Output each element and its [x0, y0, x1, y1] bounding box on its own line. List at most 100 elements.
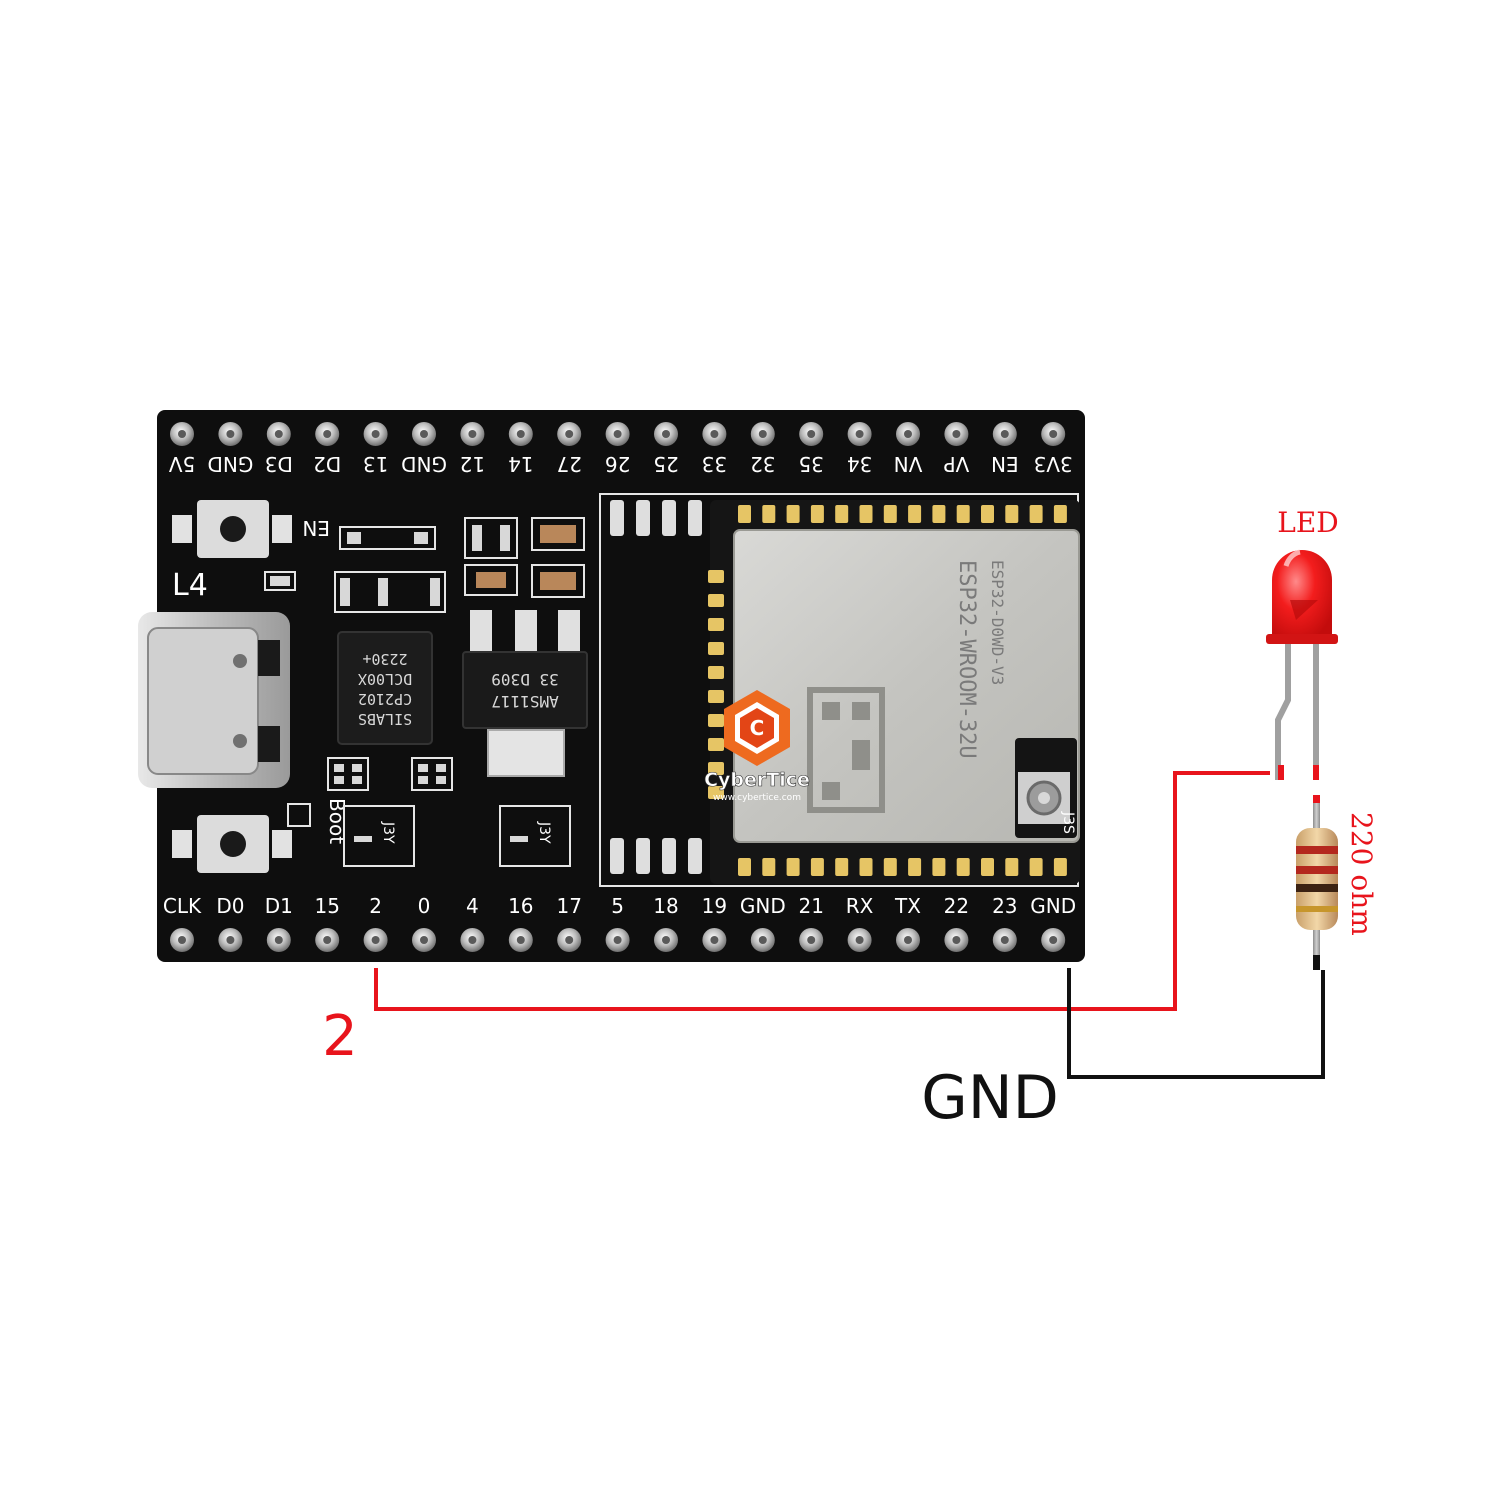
top-pin-11 — [702, 422, 727, 446]
bottom-pin-10 — [654, 928, 678, 952]
top-pin-label: 3V3 — [1034, 452, 1073, 476]
bottom-pin-5 — [412, 928, 436, 952]
top-pin-5 — [412, 422, 436, 446]
bottom-pin-16 — [944, 928, 969, 952]
top-pin-label: 14 — [508, 452, 533, 476]
bottom-pin-label: RX — [846, 894, 874, 918]
bottom-pin-label: 17 — [556, 894, 581, 918]
en-button[interactable] — [172, 500, 292, 558]
pin-2-label: 2 — [322, 1004, 358, 1069]
top-pin-9 — [605, 422, 630, 446]
top-pin-14 — [847, 422, 872, 446]
bottom-pin-18 — [1041, 928, 1066, 952]
top-pin-label: 35 — [798, 452, 823, 476]
bottom-pin-label: 15 — [314, 894, 339, 918]
top-pin-2 — [266, 422, 291, 446]
top-pin-6 — [460, 422, 485, 446]
regulator-line: 33 D309 — [491, 670, 558, 689]
module-line: ESP32-WROOM-32U — [954, 560, 979, 759]
bottom-pin-4 — [363, 928, 388, 952]
bottom-pin-label: GND — [740, 894, 786, 918]
bottom-pin-7 — [508, 928, 533, 952]
usb-chip-line: CP2102 — [358, 690, 412, 708]
brand-name: CyberTice — [704, 769, 810, 791]
usb-chip-line: 2230+ — [362, 650, 407, 668]
svg-text:C: C — [750, 716, 765, 740]
qr-code — [807, 687, 885, 813]
bottom-pin-9 — [605, 928, 630, 952]
top-pin-label: 34 — [847, 452, 872, 476]
bottom-pin-12 — [750, 928, 775, 952]
led-label: LED — [1277, 506, 1338, 539]
esp32-board: EN L4 Boot — [138, 410, 1085, 962]
bottom-pin-17 — [992, 928, 1017, 952]
bottom-pin-label: 5 — [611, 894, 624, 918]
smd-components — [264, 517, 585, 867]
boot-button[interactable] — [172, 815, 292, 873]
top-pin-label: GND — [207, 452, 253, 476]
top-pin-18 — [1041, 422, 1066, 446]
top-pin-label: EN — [991, 452, 1019, 476]
silk-en: EN — [302, 516, 330, 540]
cybertice-logo: C CyberTice www.cybertice.com — [704, 690, 810, 803]
top-pin-label: 25 — [653, 452, 678, 476]
bottom-pin-label: D1 — [265, 894, 293, 918]
bottom-pin-label: 23 — [992, 894, 1017, 918]
top-pin-17 — [992, 422, 1017, 446]
top-pin-label: 32 — [750, 452, 775, 476]
bottom-pin-1 — [218, 928, 243, 952]
bottom-pin-label: 22 — [944, 894, 969, 918]
top-pin-12 — [750, 422, 775, 446]
resistor — [1296, 795, 1338, 970]
bottom-pin-label: TX — [894, 894, 921, 918]
bottom-pin-label: 19 — [702, 894, 727, 918]
bottom-pin-label: CLK — [163, 894, 202, 918]
top-pin-8 — [557, 422, 582, 446]
bottom-pin-label: D0 — [216, 894, 244, 918]
module-side-pads — [610, 500, 702, 874]
top-pin-15 — [896, 422, 920, 446]
top-pin-16 — [944, 422, 969, 446]
resistor-label: 220 ohm — [1345, 812, 1378, 936]
bottom-pin-label: 2 — [369, 894, 382, 918]
usb-c-connector — [138, 612, 290, 788]
voltage-regulator: AMS1117 33 D309 — [462, 610, 588, 777]
bottom-pin-8 — [557, 928, 582, 952]
led — [1266, 549, 1338, 780]
smd-pads — [270, 525, 576, 842]
top-pin-3 — [315, 422, 340, 446]
bottom-pin-label: 0 — [418, 894, 431, 918]
top-pin-header — [170, 422, 1066, 446]
silk-j3y-1: J3Y — [380, 821, 396, 844]
top-pin-label: VN — [894, 452, 923, 476]
bottom-pin-0 — [170, 928, 194, 952]
bottom-pin-2 — [266, 928, 291, 952]
top-pin-label: VP — [944, 452, 970, 476]
top-pin-label: D2 — [313, 452, 341, 476]
bottom-pin-label: 21 — [798, 894, 823, 918]
top-pin-label: 27 — [556, 452, 581, 476]
bottom-pin-15 — [896, 928, 920, 952]
module-line: ESP32-D0WD-V3 — [988, 560, 1007, 685]
top-pin-label: 33 — [702, 452, 727, 476]
top-pin-1 — [218, 422, 243, 446]
bottom-pin-header — [170, 928, 1066, 952]
signal-wire — [374, 771, 1270, 1011]
top-pin-13 — [799, 422, 824, 446]
bottom-pin-6 — [460, 928, 485, 952]
bottom-pin-14 — [847, 928, 872, 952]
top-pin-4 — [363, 422, 388, 446]
antenna-connector — [1015, 738, 1077, 838]
silk-boot: Boot — [325, 798, 349, 844]
top-pin-7 — [508, 422, 533, 446]
top-pin-10 — [654, 422, 678, 446]
bottom-pin-11 — [702, 928, 727, 952]
top-pin-label: D3 — [265, 452, 293, 476]
regulator-line: AMS1117 — [491, 692, 558, 711]
usb-chip-line: SILABS — [358, 710, 412, 728]
brand-url: www.cybertice.com — [713, 793, 801, 803]
